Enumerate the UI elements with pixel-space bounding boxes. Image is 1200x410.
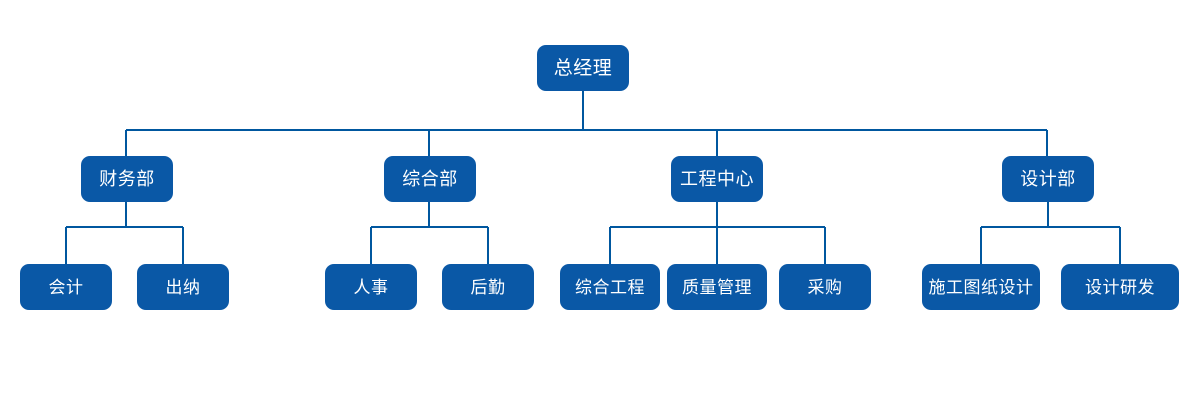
org-node-quality-management[interactable]: 质量管理 — [667, 264, 767, 310]
org-node-label: 后勤 — [470, 277, 506, 297]
org-node-construction-drawing-design[interactable]: 施工图纸设计 — [922, 264, 1040, 310]
org-node-human-resources[interactable]: 人事 — [325, 264, 417, 310]
org-node-label: 综合工程 — [575, 277, 645, 297]
org-node-accounting[interactable]: 会计 — [20, 264, 112, 310]
org-node-procurement[interactable]: 采购 — [779, 264, 871, 310]
org-node-label: 总经理 — [553, 57, 613, 79]
org-node-label: 出纳 — [165, 277, 201, 297]
org-node-root[interactable]: 总经理 — [537, 45, 629, 91]
org-node-label: 施工图纸设计 — [928, 277, 1034, 297]
org-node-label: 综合部 — [402, 169, 458, 189]
org-node-label: 人事 — [353, 277, 389, 297]
org-node-label: 会计 — [48, 277, 84, 297]
org-node-design-rnd[interactable]: 设计研发 — [1061, 264, 1179, 310]
org-node-finance[interactable]: 财务部 — [81, 156, 173, 202]
org-node-label: 采购 — [807, 277, 843, 297]
org-node-label: 质量管理 — [682, 277, 752, 297]
org-node-cashier[interactable]: 出纳 — [137, 264, 229, 310]
org-node-general-affairs[interactable]: 综合部 — [384, 156, 476, 202]
org-node-label: 财务部 — [99, 169, 155, 189]
org-node-integrated-engineering[interactable]: 综合工程 — [560, 264, 660, 310]
org-node-design[interactable]: 设计部 — [1002, 156, 1094, 202]
org-node-label: 设计研发 — [1085, 277, 1155, 297]
org-node-logistics[interactable]: 后勤 — [442, 264, 534, 310]
org-node-engineering-center[interactable]: 工程中心 — [671, 156, 763, 202]
org-node-label: 工程中心 — [680, 169, 754, 189]
org-node-label: 设计部 — [1020, 169, 1076, 189]
